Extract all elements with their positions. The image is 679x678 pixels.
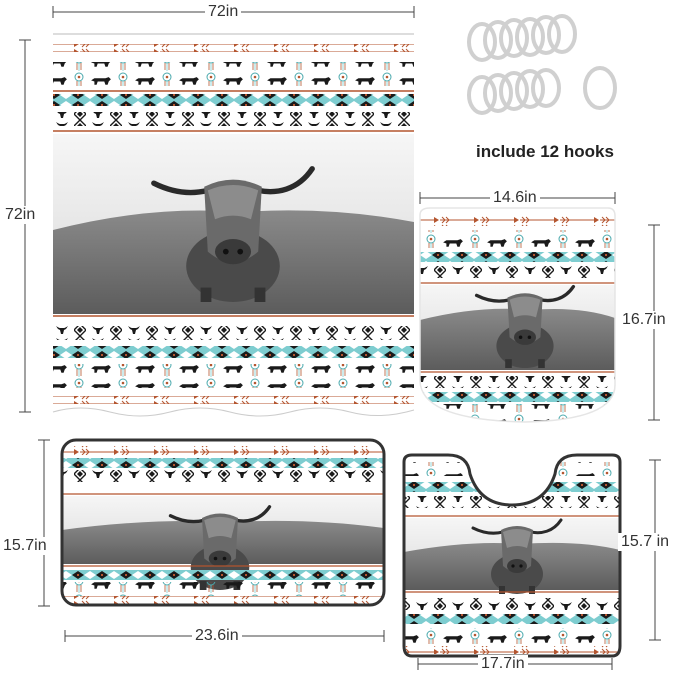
lid-height-label: 16.7in xyxy=(619,311,669,329)
contour-width-label: 17.7in xyxy=(478,655,528,673)
contour-mat xyxy=(404,455,620,656)
contour-height-label: 15.7 in xyxy=(618,533,673,551)
shower-curtain xyxy=(53,40,414,412)
mat-height-label: 15.7in xyxy=(0,537,50,555)
hooks-caption: include 12 hooks xyxy=(476,142,614,161)
curtain-width-label: 72in xyxy=(205,3,242,21)
bath-mat xyxy=(62,440,384,605)
curtain-hooks xyxy=(467,14,617,115)
mat-height-line xyxy=(38,439,50,607)
mat-width-label: 23.6in xyxy=(192,627,242,645)
curtain-height-label: 72in xyxy=(2,206,39,224)
curtain-height-line xyxy=(19,39,31,413)
lid-width-label: 14.6in xyxy=(490,189,540,207)
toilet-lid-cover xyxy=(420,208,615,422)
